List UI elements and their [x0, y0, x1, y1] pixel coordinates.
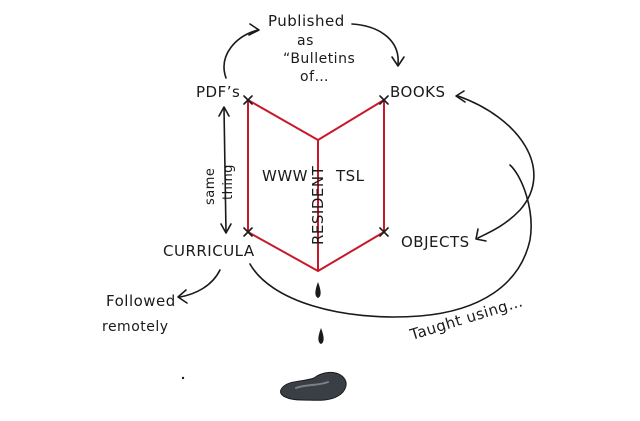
same-thing-arrow [218, 106, 232, 234]
followed-line-2: remotely [102, 319, 169, 335]
arrow-followed-remotely [177, 269, 221, 304]
book-right-label: TSL [335, 167, 365, 185]
book-left-page [247, 99, 319, 272]
node-objects: OBJECTS [401, 233, 470, 251]
book-diagram: WWW TSL RESIDENT [243, 95, 389, 272]
published-line-3: “Bulletins [283, 51, 355, 67]
corner-mark [379, 227, 389, 237]
taught-using-arc [249, 164, 532, 318]
arrow-note-to-books [351, 23, 405, 67]
published-line-2: as [297, 33, 314, 49]
ink-drop [315, 282, 321, 298]
corner-mark [379, 95, 389, 105]
same-thing-note: same [203, 168, 218, 205]
ink-blot-highlight [295, 381, 329, 389]
book-right-page [317, 99, 385, 272]
ink-drop [318, 328, 324, 344]
taught-using-note: Taught using… [407, 292, 525, 344]
published-line-4: of… [300, 69, 329, 85]
ink-blot [280, 371, 347, 401]
node-pdfs: PDF’s [196, 83, 240, 101]
same-thing-line-2: thing [221, 164, 236, 200]
corner-mark [243, 95, 253, 105]
node-books: BOOKS [390, 83, 446, 101]
arrow-pdfs-to-note [223, 23, 260, 79]
stray-dot [181, 376, 185, 380]
same-thing-line-1: same [203, 168, 218, 205]
spine-label: RESIDENT [309, 165, 327, 245]
published-note: Published as “Bulletins of… [268, 12, 355, 85]
corner-mark [243, 227, 253, 237]
published-line-1: Published [268, 12, 345, 30]
followed-line-1: Followed [106, 292, 176, 310]
book-left-label: WWW [262, 167, 308, 185]
node-curricula: CURRICULA [163, 242, 255, 260]
arrow-books-objects [455, 90, 535, 242]
